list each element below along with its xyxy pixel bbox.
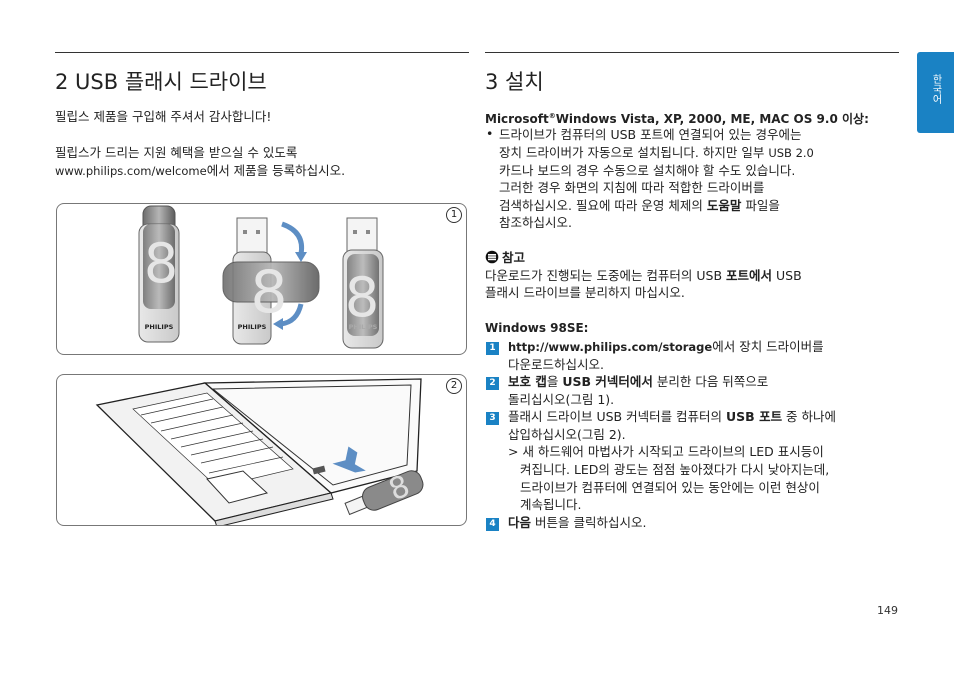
auto-install-line5-rest: 파일을 [741, 198, 780, 213]
step-3-line2: 삽입하십시오(그림 2). [508, 427, 626, 442]
language-tab-label: 한국어 [930, 74, 941, 104]
step-3-sub-line3: 드라이브가 컴퓨터에 연결되어 있는 동안에는 이런 현상이 [520, 480, 820, 495]
auto-install-line4: 그러한 경우 화면의 지침에 따라 적합한 드라이버를 [499, 180, 765, 195]
usb-2-label: USB 2.0 [768, 146, 814, 160]
step-3-sub-line4: 계속됩니다. [520, 497, 582, 512]
figure-1-number: 1 [446, 207, 462, 223]
auto-install-line2: 장치 드라이버가 자동으로 설치됩니다. 하지만 일부 USB 2.0 [499, 144, 814, 163]
auto-install-line5: 검색하십시오. 필요에 따라 운영 체제의 도움말 파일을 [499, 197, 780, 215]
win98-heading: Windows 98SE: [485, 321, 589, 335]
svg-text:8: 8 [144, 232, 178, 295]
language-tab: 한국어 [917, 52, 954, 133]
step-2-badge: 2 [486, 377, 499, 390]
step-2-rest: 분리한 다음 뒤쪽으로 [652, 374, 769, 389]
step-4-line1: 다음 버튼을 클릭하십시오. [508, 514, 646, 532]
left-top-rule [55, 52, 469, 53]
registered-mark: ® [548, 112, 556, 120]
bullet-marker: • [486, 126, 494, 141]
usb-drive-illustration: 8 PHILIPS 8 PHILIPS 8 PHILIPS [138, 205, 384, 349]
note-line1-text: 다운로드가 진행되는 도중에는 컴퓨터의 USB [485, 268, 727, 283]
note-line2: 플래시 드라이브를 분리하지 마십시오. [485, 285, 685, 300]
section-heading-usb: 2 USB 플래시 드라이브 [55, 70, 267, 94]
page-number: 149 [877, 604, 898, 617]
usb-drive-capped: 8 PHILIPS [138, 205, 180, 343]
note-port-label: 포트에서 [726, 268, 773, 283]
step-1-rest: 에서 장치 드라이버를 [712, 339, 824, 354]
support-text-line2: www.philips.com/welcome에서 제품을 등록하십시오. [55, 162, 345, 181]
note-title: 참고 [502, 250, 526, 265]
step-3-sub-line2: 켜집니다. LED의 광도는 점점 높아졌다가 다시 낮아지는데, [520, 462, 830, 477]
step-2-particle: 을 [546, 374, 563, 389]
usb-connector-label: USB 커넥터에서 [562, 374, 653, 389]
help-label: 도움말 [706, 198, 742, 213]
os-heading-list: Windows Vista, XP, 2000, ME, MAC OS 9.0 … [555, 112, 869, 126]
step-3-line1: 플래시 드라이브 USB 커넥터를 컴퓨터의 USB 포트 중 하나에 [508, 408, 836, 426]
note-icon [485, 250, 499, 264]
support-text-rest: 에서 제품을 등록하십시오. [206, 163, 346, 178]
usb-drive-rotating: 8 PHILIPS [222, 217, 320, 345]
os-heading: Microsoft®Windows Vista, XP, 2000, ME, M… [485, 108, 869, 129]
step-4-rest: 버튼을 클릭하십시오. [531, 515, 647, 530]
figure-1-usb-drives: 8 PHILIPS 8 PHILIPS 8 PHILIPS 1 [56, 203, 467, 355]
next-button-label: 다음 [508, 515, 532, 530]
figure-2-number: 2 [446, 378, 462, 394]
svg-text:8: 8 [345, 266, 379, 329]
step-3-text: 플래시 드라이브 USB 커넥터를 컴퓨터의 [508, 409, 727, 424]
drive1-brand: PHILIPS [145, 323, 174, 331]
laptop-illustration: 8 [95, 378, 424, 525]
step-2-line2: 돌리십시오(그림 1). [508, 392, 615, 407]
welcome-url[interactable]: www.philips.com/welcome [55, 164, 207, 178]
step-1-line2: 다운로드하십시오. [508, 357, 604, 372]
auto-install-line5-text: 검색하십시오. 필요에 따라 운영 체제의 [499, 198, 707, 213]
keyboard-keys [132, 392, 294, 488]
step-3-sub-line1: > 새 하드웨어 마법사가 시작되고 드라이브의 LED 표시등이 [508, 444, 824, 459]
svg-text:8: 8 [251, 258, 288, 326]
usb-drive-inserting: 8 [344, 469, 424, 516]
step-3-rest: 중 하나에 [782, 409, 837, 424]
step-1-line1: http://www.philips.com/storage에서 장치 드라이버… [508, 338, 824, 357]
note-line1: 다운로드가 진행되는 도중에는 컴퓨터의 USB 포트에서 USB [485, 267, 802, 285]
step-2-line1: 보호 캡을 USB 커넥터에서 분리한 다음 뒤쪽으로 [508, 373, 768, 391]
usb-drive-uncapped: 8 PHILIPS [342, 217, 384, 349]
protect-cap-label: 보호 캡 [508, 374, 547, 389]
drive2-brand: PHILIPS [238, 323, 267, 331]
os-heading-microsoft: Microsoft [485, 112, 549, 126]
step-1-badge: 1 [486, 342, 499, 355]
thanks-text: 필립스 제품을 구입해 주셔서 감사합니다! [55, 109, 272, 124]
support-text-line1: 필립스가 드리는 지원 혜택을 받으실 수 있도록 [55, 145, 298, 160]
storage-url[interactable]: http://www.philips.com/storage [508, 340, 713, 354]
auto-install-line2-text: 장치 드라이버가 자동으로 설치됩니다. 하지만 일부 [499, 145, 769, 160]
drive3-brand: PHILIPS [349, 323, 378, 331]
usb-port-label: USB 포트 [726, 409, 783, 424]
auto-install-line3: 카드나 보드의 경우 수동으로 설치해야 할 수도 있습니다. [499, 163, 796, 178]
right-top-rule [485, 52, 899, 53]
figure-2-laptop: 8 2 [56, 374, 467, 526]
auto-install-line1: 드라이브가 컴퓨터의 USB 포트에 연결되어 있는 경우에는 [499, 127, 802, 142]
step-4-badge: 4 [486, 518, 499, 531]
section-heading-install: 3 설치 [485, 70, 544, 94]
step-3-badge: 3 [486, 412, 499, 425]
note-heading: 참고 [485, 249, 525, 267]
auto-install-line6: 참조하십시오. [499, 215, 572, 230]
note-line1-rest: USB [772, 268, 802, 283]
